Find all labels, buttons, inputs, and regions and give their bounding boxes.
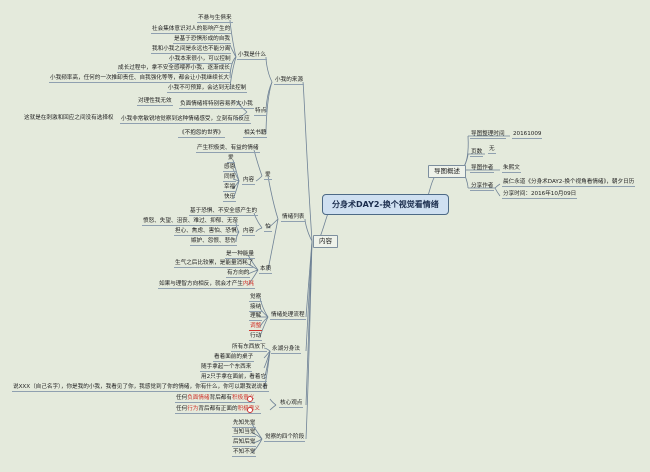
process-item[interactable]: 理解 (249, 313, 263, 321)
small-me-what-topic[interactable]: 小我是什么 (237, 52, 267, 60)
process-item[interactable]: 接纳 (249, 304, 263, 312)
small-me-features-topic[interactable]: 特点 (254, 108, 268, 116)
overview-item-author-value[interactable]: 朱熙文 (502, 165, 521, 173)
small-me-what-item[interactable]: 小我本来很小，可以控制 (168, 56, 232, 64)
small-me-what-item[interactable]: 是基于恐惧形成的自我 (173, 36, 231, 44)
small-me-what-item[interactable]: 小我不可预算，会达到无法控制 (167, 85, 248, 93)
core-text: 任何 (176, 406, 188, 412)
stage-item[interactable]: 先知先觉 (232, 420, 257, 428)
central-topic[interactable]: 分身术DAY2-换个视觉看情绪 (322, 194, 449, 215)
small-me-what-item[interactable]: 小我频率高，任何的一次推卸责任、自我强化等等，都会让小我继续长大 (49, 75, 231, 83)
small-me-feature-item[interactable]: 负面情绪将特别容易养大小我 (179, 101, 254, 109)
emotion-list-topic[interactable]: 情绪列表 (281, 214, 306, 222)
essence-text: 如果与理智方向相反，就会才产生 (159, 281, 243, 287)
emotion-fear-item[interactable]: 愤怒、失望、沮丧、难过、抑郁、无奈 (142, 218, 240, 226)
overview-item-pages-label[interactable]: 页数 (470, 149, 484, 157)
emotion-love-item[interactable]: 同情 (223, 174, 237, 182)
method-item[interactable]: 说XXX（自己名字），你是我的小我，我看见了你，我感觉到了你的情绪，你有什么，你… (12, 384, 269, 392)
stage-item[interactable]: 后知后觉 (232, 439, 257, 447)
overview-item-share-date[interactable]: 分享时间：2016年10月09日 (502, 191, 578, 199)
emotion-fear-topic[interactable]: 怕 (264, 224, 272, 232)
essence-highlight: 内耗 (242, 281, 255, 287)
small-me-what-item[interactable]: 我和小我之间是永远也不能分离 (151, 46, 232, 54)
content-topic[interactable]: 内容 (313, 235, 338, 248)
emotion-love-topic[interactable]: 爱 (264, 172, 272, 180)
process-topic[interactable]: 情绪处理流程 (270, 312, 306, 320)
small-me-feature-item[interactable]: 这就是在刺激和回应之间没有选择权 (24, 115, 114, 121)
overview-item-time-value[interactable]: 20161009 (512, 131, 543, 139)
process-item[interactable]: 觉察 (249, 294, 263, 302)
core-text: 任何 (176, 395, 188, 401)
emotion-essence-item[interactable]: 有方向的 (226, 270, 251, 278)
emotion-essence-item[interactable]: 如果与理智方向相反，就会才产生内耗 (158, 281, 256, 289)
warning-marker-icon (247, 407, 253, 413)
overview-item-share-value[interactable]: 晨仁永道《分身术DAY2-换个视角看情绪》，朝夕日历 (502, 179, 636, 187)
emotion-love-item[interactable]: 爱 (227, 155, 235, 163)
method-item[interactable]: 用2只手拿在面前，看着它 (200, 374, 268, 382)
method-item[interactable]: 所有东西放下 (231, 344, 267, 352)
warning-marker-icon (247, 396, 253, 402)
small-me-feature-item[interactable]: 小我非常敏锐地觉察到这种情绪感受，立刻有所反应 (120, 116, 251, 124)
small-me-book-item[interactable]: 《不抱怨的世界》 (178, 130, 225, 138)
emotion-essence-item[interactable]: 生气之后比较累，是能量消耗了 (174, 260, 255, 268)
emotion-love-item[interactable]: 感恩 (223, 164, 237, 172)
overview-item-author-label[interactable]: 导图作者 (470, 165, 495, 173)
overview-item-share-label[interactable]: 分享作者 (470, 183, 495, 191)
emotion-essence-item[interactable]: 是一种能量 (225, 251, 255, 259)
emotion-love-item[interactable]: 产生积极类、有益的情绪 (196, 145, 260, 153)
core-text: 背后都有 (209, 395, 232, 401)
small-me-what-item[interactable]: 成长过程中，拿不安全感喂养小我，逐渐成长 (117, 65, 231, 73)
process-item[interactable]: 行动 (249, 333, 263, 341)
stages-topic[interactable]: 觉察的四个阶段 (264, 434, 306, 442)
method-item[interactable]: 随手拿起一个东西来 (200, 364, 253, 372)
core-topic[interactable]: 核心观点 (279, 400, 304, 408)
emotion-fear-item[interactable]: 基于恐惧、不安全感产生的 (189, 208, 259, 216)
emotion-essence-topic[interactable]: 本质 (259, 266, 273, 274)
emotion-fear-item[interactable]: 嫉妒、怨恨、悲伤 (190, 238, 237, 246)
small-me-books-topic[interactable]: 相关书籍 (243, 130, 268, 138)
overview-item-pages-value[interactable]: 无 (488, 146, 496, 154)
small-me-source-topic[interactable]: 小我的来源 (274, 77, 304, 85)
stage-item[interactable]: 不知不觉 (232, 449, 257, 457)
small-me-what-item[interactable]: 社会集体意识对人的影响产生的 (151, 26, 232, 34)
process-item-highlight[interactable]: 调整 (249, 323, 263, 331)
emotion-love-content-label[interactable]: 内容 (242, 177, 256, 185)
core-highlight: 积极意义 (231, 395, 255, 401)
overview-item-time-label[interactable]: 导图整理时间 (470, 131, 506, 139)
small-me-feature-item[interactable]: 对理性我无效 (137, 98, 173, 106)
emotion-love-item[interactable]: 幸福 (223, 184, 237, 192)
emotion-fear-item[interactable]: 担心、焦虑、害怕、恐惧 (174, 228, 238, 236)
emotion-love-item[interactable]: 快乐 (223, 194, 237, 202)
method-item[interactable]: 看着面前的桌子 (213, 354, 255, 362)
core-highlight: 负面情绪 (187, 395, 210, 401)
core-highlight: 行为 (187, 406, 199, 412)
core-text: 背后都有正面的 (198, 406, 238, 412)
overview-topic[interactable]: 导图概述 (428, 165, 466, 178)
core-item-1[interactable]: 任何负面情绪背后都有积极意义 (175, 395, 256, 403)
stage-item[interactable]: 当知当觉 (232, 429, 257, 437)
method-topic[interactable]: 永湖分身法 (271, 346, 301, 354)
small-me-what-item[interactable]: 不悬与生俱来 (197, 15, 233, 23)
emotion-fear-content-label[interactable]: 内容 (242, 228, 256, 236)
